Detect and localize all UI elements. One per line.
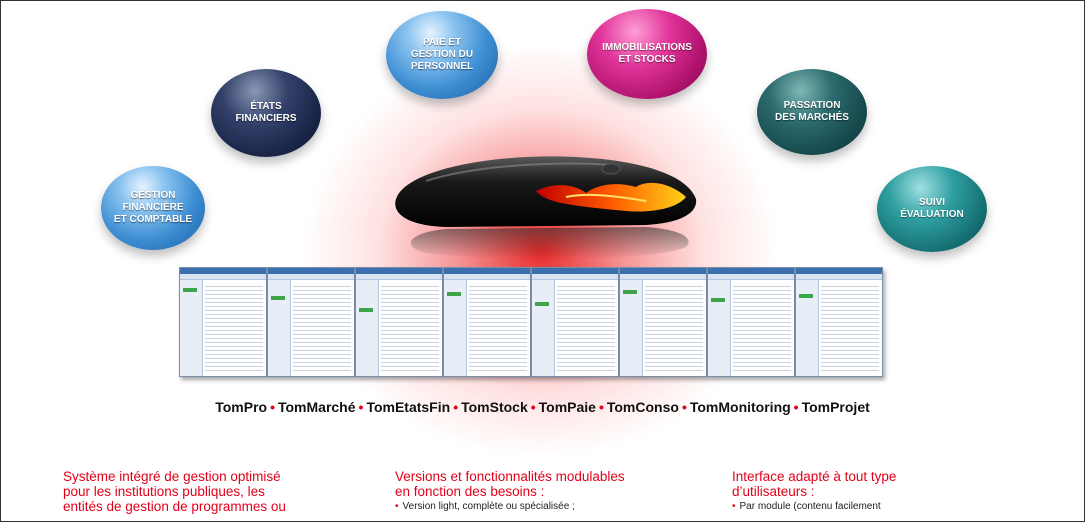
bullet-dot: •: [395, 501, 399, 512]
module-label: IMMOBILISATIONS ET STOCKS: [602, 42, 692, 65]
module-bubble-passation: PASSATION DES MARCHÉS: [757, 69, 867, 155]
feature-column-interface: Interface adapté à tout type d’utilisate…: [732, 469, 1032, 512]
list-item: •Version light, complète ou spécialisée …: [395, 501, 695, 512]
bullet-dot: •: [270, 399, 275, 415]
product-name: TomPaie: [538, 399, 596, 415]
feature-column-systeme: Système intégré de gestion optimisé pour…: [63, 469, 363, 514]
column-heading: Interface adapté à tout type d’utilisate…: [732, 469, 897, 499]
feature-column-versions: Versions et fonctionnalités modulables e…: [395, 469, 695, 512]
product-name: TomStock: [461, 399, 528, 415]
module-label: SUIVI ÉVALUATION: [900, 197, 964, 220]
screenshot-thumbnail: [531, 267, 619, 377]
product-name: TomConso: [606, 399, 679, 415]
bullet-dot: •: [530, 399, 536, 415]
product-name: TomMonitoring: [689, 399, 791, 415]
screenshot-thumbnail: [443, 267, 531, 377]
module-bubble-etats-financiers: ÉTATS FINANCIERS: [211, 69, 321, 157]
module-bubble-suivi: SUIVI ÉVALUATION: [877, 166, 987, 252]
column-heading: Système intégré de gestion optimisé pour…: [63, 469, 286, 514]
product-name: TomEtatsFin: [366, 399, 451, 415]
screenshot-thumbnail: [707, 267, 795, 377]
computer-mouse-image: [395, 156, 697, 260]
column-heading: Versions et fonctionnalités modulables e…: [395, 469, 625, 499]
bullet-dot: •: [732, 501, 736, 512]
product-list: TomPro•TomMarché•TomEtatsFin•TomStock•To…: [1, 399, 1084, 415]
list-item: •Par module (contenu facilement: [732, 501, 1032, 512]
bullet-dot: •: [358, 399, 364, 415]
module-bubble-immobilisations: IMMOBILISATIONS ET STOCKS: [587, 9, 707, 99]
bullet-dot: •: [598, 399, 604, 415]
module-bubble-paie: PAIE ET GESTION DU PERSONNEL: [386, 11, 498, 99]
screenshot-thumbnail: [179, 267, 267, 377]
module-label: PAIE ET GESTION DU PERSONNEL: [410, 37, 474, 72]
module-label: PASSATION DES MARCHÉS: [775, 100, 849, 123]
screenshot-thumbnail: [795, 267, 883, 377]
screenshot-thumbnail: [267, 267, 355, 377]
bullet-dot: •: [453, 399, 459, 415]
list-item-text: Version light, complète ou spécialisée ;: [402, 501, 575, 512]
bullet-dot: •: [793, 399, 799, 415]
module-label: ÉTATS FINANCIERS: [235, 101, 297, 124]
product-name: TomMarché: [277, 399, 356, 415]
module-bubble-gestion-financiere: GESTION FINANCIÈRE ET COMPTABLE: [101, 166, 205, 250]
module-label: GESTION FINANCIÈRE ET COMPTABLE: [113, 190, 193, 225]
list-item-text: Par module (contenu facilement: [739, 501, 881, 512]
product-name: TomProjet: [801, 399, 870, 415]
screenshot-thumbnail: [355, 267, 443, 377]
screenshot-thumbnail: [619, 267, 707, 377]
product-name: TomPro: [215, 399, 268, 415]
bullet-dot: •: [681, 399, 687, 415]
software-screenshots-strip: [179, 267, 899, 379]
